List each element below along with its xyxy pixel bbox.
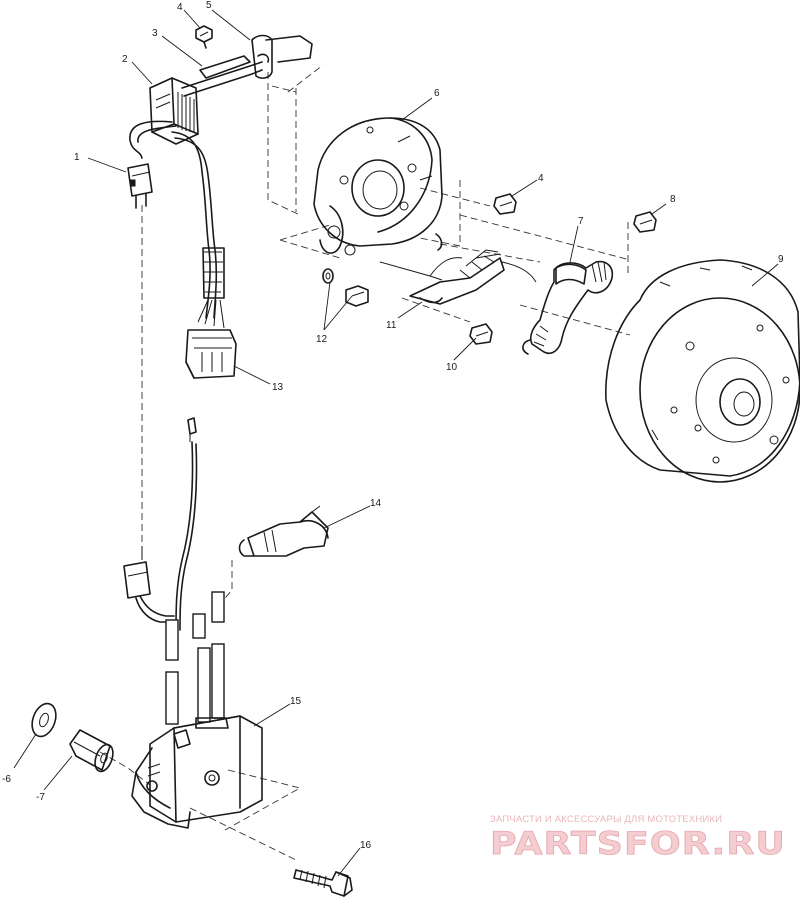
part-15-ignition-coil (131, 591, 263, 829)
ignition-wiring (123, 417, 198, 631)
part-14-plug-cap (238, 505, 329, 557)
callout-10: 10 (446, 362, 458, 373)
callout-12: 12 (316, 334, 328, 345)
callout-3: 3 (152, 28, 158, 39)
callout-4-right: 4 (538, 173, 544, 184)
callout-4-top: 4 (177, 2, 183, 13)
callout-5: 5 (206, 0, 212, 11)
callout-14: 14 (370, 498, 382, 509)
part-6-washer-lower (31, 702, 57, 738)
watermark: ЗАПЧАСТИ И АКСЕССУАРЫ ДЛЯ МОТОТЕХНИКИ PA… (490, 814, 786, 862)
part-6-stator-plate (313, 117, 443, 256)
part-13-connector (185, 329, 237, 379)
callout-minus-6: -6 (2, 774, 11, 785)
part-12-washer-screw (322, 268, 369, 307)
callout-8: 8 (670, 194, 676, 205)
callout-13: 13 (272, 382, 284, 393)
watermark-tagline: ЗАПЧАСТИ И АКСЕССУАРЫ ДЛЯ МОТОТЕХНИКИ (490, 814, 722, 825)
part-7-bushing (69, 729, 114, 773)
part-4-screw-top (195, 25, 213, 49)
part-4-screw-right (493, 193, 517, 215)
part-8-screw (633, 211, 657, 233)
part-16-bolt (293, 869, 353, 897)
callout-11: 11 (386, 320, 397, 331)
callout-9: 9 (778, 254, 784, 265)
alignment-lines (99, 64, 631, 861)
callout-7: 7 (578, 216, 584, 227)
callout-1: 1 (74, 152, 80, 163)
leader-lines (13, 9, 779, 877)
part-7-charge-coil (522, 260, 614, 355)
callout-minus-7: -7 (36, 792, 45, 803)
part-9-flywheel (605, 259, 800, 483)
callout-6: 6 (434, 88, 440, 99)
watermark-brand: PARTSFOR.RU (490, 826, 786, 862)
part-1-connector (127, 163, 153, 209)
part-10-screw (469, 323, 493, 345)
callout-labels: 1 2 3 4 5 6 4 7 8 9 12 11 10 13 14 15 16… (2, 0, 784, 851)
part-2-regulator (149, 77, 199, 145)
part-3-strap (199, 55, 251, 79)
wiring-harness (129, 61, 263, 329)
callout-15: 15 (290, 696, 302, 707)
callout-16: 16 (360, 840, 372, 851)
part-5-clamp (251, 34, 313, 79)
part-11-pulser-coil (379, 249, 537, 305)
callout-2: 2 (122, 54, 128, 65)
